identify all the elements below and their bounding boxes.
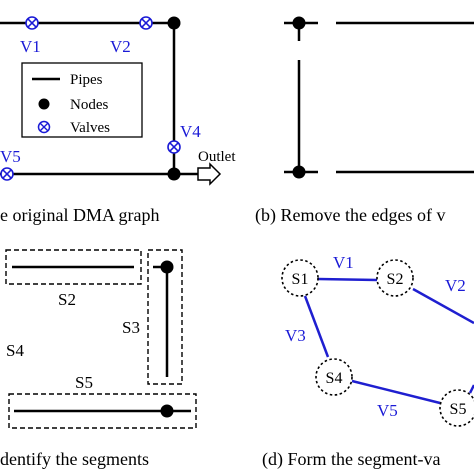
valve-icon [25,16,39,30]
edge-label-v2: V2 [445,276,466,295]
valve-icon [139,16,153,30]
segment-label-s5: S5 [75,373,93,392]
node-icon [167,167,181,181]
graph-node-label: S5 [450,401,467,418]
graph-node-label: S1 [292,271,309,288]
panel-d-caption: (d) Form the segment-va [262,449,440,470]
valve-label-v2: V2 [110,37,131,56]
graph-edge-v3 [303,295,330,358]
graph-node-label: S2 [387,271,404,288]
valve-label-v1: V1 [20,37,41,56]
legend-nodes-label: Nodes [70,97,108,113]
edge-label-v1: V1 [333,253,354,272]
panel-a-caption: e original DMA graph [0,205,159,225]
graph-node-label: S4 [326,370,343,387]
panel-c: S2 S3 S4 S5 dentify the segments [0,249,197,469]
segment-box-s3 [147,249,183,385]
valve-label-v4: V4 [180,122,201,141]
panel-c-caption: dentify the segments [0,449,149,469]
node-icon [167,16,181,30]
graph-edge-s5-right [468,384,474,394]
graph-node-s5: S5 [439,389,474,427]
segment-label-s2: S2 [58,290,76,309]
graph-edge-v1 [317,277,378,282]
graph-node-s4: S4 [315,358,353,396]
segment-label-s4: S4 [6,341,24,360]
panel-b-caption: (b) Remove the edges of v [255,205,445,226]
graph-edge-v2 [412,287,474,325]
edge-label-v5: V5 [377,401,398,420]
node-icon [160,404,174,418]
panel-d: S1 S2 S4 S5 V1 V2 V3 V5 (d) Form the seg… [262,253,474,470]
edge-label-v3: V3 [285,326,306,345]
valve-label-v5: V5 [0,147,21,166]
graph-node-s1: S1 [281,259,319,297]
legend-pipes-label: Pipes [70,72,103,88]
segment-box-s2 [5,249,142,285]
legend-valve-icon [37,120,51,134]
valve-icon [167,140,181,154]
outlet-arrow-icon [197,162,222,186]
legend: Pipes Nodes Valves [21,62,143,138]
legend-node-icon [38,98,50,110]
legend-valves-label: Valves [70,120,110,136]
node-icon [292,16,306,30]
graph-edge-v5 [351,379,441,405]
panel-b: (b) Remove the edges of v [255,16,474,226]
graph-node-s2: S2 [376,259,414,297]
valve-icon [0,167,14,181]
segment-box-s5 [8,393,197,429]
outlet-label: Outlet [198,149,236,165]
panel-a: Outlet V1 V2 V4 V5 [0,16,236,225]
segment-label-s3: S3 [122,318,140,337]
node-icon [292,165,306,179]
node-icon [160,260,174,274]
